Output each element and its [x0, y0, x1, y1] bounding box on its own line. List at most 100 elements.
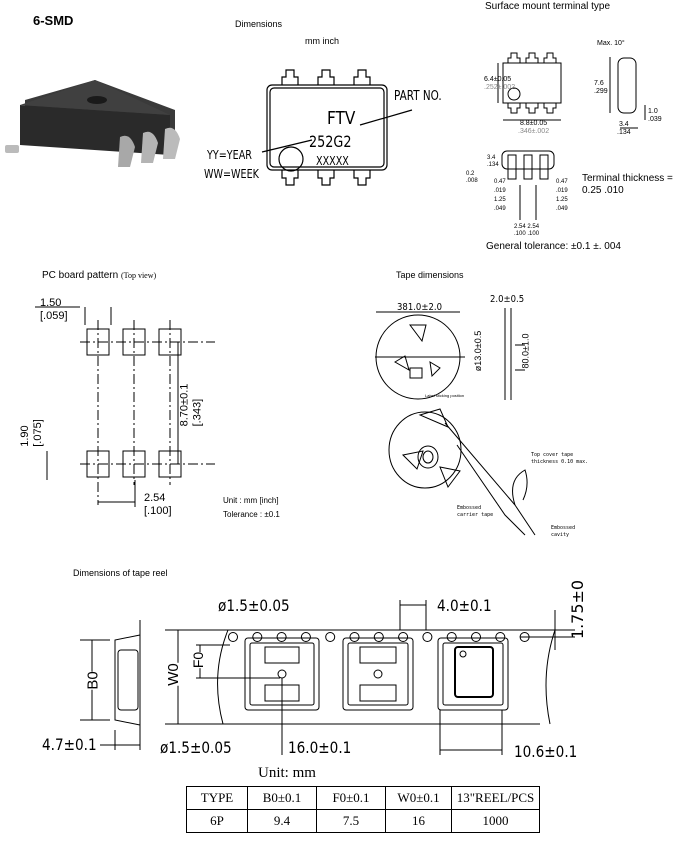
tape-reel-perspective-drawing	[388, 408, 536, 536]
pcb-unit: Unit : mm [inch]	[223, 496, 279, 505]
chip-photo-illustration	[5, 80, 180, 167]
hole-dia-bottom: ø1.5±0.05	[160, 738, 232, 757]
sprocket-hole	[325, 632, 336, 642]
cavity-label-2: cavity	[551, 532, 570, 538]
f0-label: F0	[190, 651, 207, 669]
w0-label: W0	[164, 663, 182, 686]
part-no-marking: FTV	[327, 108, 356, 129]
pcb-notes: Unit : mm [inch] Tolerance : ±0.1	[223, 494, 280, 522]
pcb-pad-width-in: [.059]	[40, 310, 68, 322]
cell-reel-pcs: 1000	[451, 809, 540, 833]
pcb-pad-height-in: [.075]	[31, 419, 44, 447]
bottom-standoff: 0.2.008	[466, 171, 478, 185]
sprocket-hole	[422, 632, 433, 642]
spec-table: TYPE B0±0.1 F0±0.1 W0±0.1 13"REEL/PCS 6P…	[186, 786, 540, 833]
general-tolerance: General tolerance: ±0.1 ±. 004	[486, 241, 621, 252]
sm-depth-in: .134	[617, 129, 631, 136]
sm-depth-mm: 3.4	[618, 121, 629, 128]
bottom-pitch-in: .100	[514, 231, 526, 237]
sm-lead-length-mm: 1.0	[648, 108, 658, 115]
ww-week-label: WW=WEEK	[204, 167, 259, 181]
yy-year-label: YY=YEAR	[207, 148, 252, 162]
bottom-standoff-in: .008	[466, 178, 478, 184]
header-w0: W0±0.1	[385, 786, 452, 810]
reel-front-drawing	[375, 308, 525, 400]
table-header-row: TYPE B0±0.1 F0±0.1 W0±0.1 13"REEL/PCS	[186, 786, 540, 810]
sprocket-hole	[252, 632, 263, 642]
product-photo	[5, 75, 195, 175]
header-reel-pcs: 13"REEL/PCS	[451, 786, 540, 810]
table-unit: Unit: mm	[258, 765, 316, 781]
bottom-pad-in: .049	[494, 206, 506, 212]
part-no-label: PART NO.	[394, 89, 442, 104]
pcb-row-span: 8.70±0.1[.343]	[178, 384, 204, 427]
pcb-pitch-in: [.100]	[144, 505, 172, 517]
bottom-lead-w-in-right: .019	[556, 188, 568, 194]
sm-max-angle: Max. 10°	[597, 40, 625, 47]
carrier-label-2: carrier tape	[457, 512, 494, 518]
tape-reel-drawing	[80, 600, 575, 755]
sprocket-hole	[300, 632, 311, 642]
top-cover-thickness: thickness 0.10 max.	[531, 459, 589, 465]
top-cover-label: Top cover tape	[531, 452, 574, 458]
tape-reel-heading: Dimensions of tape reel	[73, 568, 168, 578]
bottom-depth-mm: 3.4	[487, 155, 496, 161]
bottom-lead-w-in: .019	[494, 188, 506, 194]
cell-w0: 16	[385, 809, 452, 833]
sm-height-in: .252±.002	[484, 84, 516, 91]
reel-diameter: 381.0±2.0	[397, 302, 442, 313]
lot-code-marking: XXXXX	[316, 154, 349, 168]
reel-width: 2.0±0.5	[490, 294, 525, 305]
pcb-tolerance: Tolerance : ±0.1	[223, 510, 280, 519]
hole-pitch: 4.0±0.1	[437, 596, 492, 615]
surface-mount-heading: Surface mount terminal type	[485, 1, 611, 12]
bottom-lead-w-mm: 0.47	[494, 179, 506, 185]
sprocket-hole	[398, 632, 409, 642]
bottom-pad-mm: 1.25	[494, 197, 506, 203]
sm-width-dim: 8.8±0.05.346±.002	[518, 120, 549, 136]
pcb-pad-width-mm: 1.50	[40, 297, 62, 309]
header-b0: B0±0.1	[247, 786, 317, 810]
terminal-thickness-label: Terminal thickness =	[582, 173, 673, 184]
cell-b0: 9.4	[247, 809, 317, 833]
sm-width-mm: 8.8±0.05	[519, 120, 548, 127]
edge-offset: 1.75±0	[568, 579, 588, 640]
sm-lead-length: 1.0.039	[648, 108, 662, 124]
pcb-heading-text: PC board pattern	[42, 270, 119, 281]
sm-depth: 3.4.134	[617, 121, 631, 137]
pin1-dot	[87, 96, 107, 104]
bottom-pitch: 2.54 2.54.100 .100	[514, 224, 539, 238]
bottom-pitch-mm: 2.54	[514, 224, 526, 230]
core-diameter: 80.0±1.0	[520, 333, 531, 369]
bottom-depth: 3.4.134	[487, 155, 499, 169]
sm-side-height-mm: 7.6	[594, 80, 604, 87]
tape-depth: 4.7±0.1	[42, 735, 97, 754]
sm-height-dim: 6.4±0.05.252±.002	[484, 76, 515, 92]
cavity-label-1: Embossed	[551, 525, 576, 531]
cell-f0: 7.5	[316, 809, 386, 833]
bottom-pitch-in-2: .100	[527, 231, 540, 237]
pcb-row-span-mm: 8.70±0.1	[178, 383, 191, 427]
date-code-marking: 252G2	[309, 132, 352, 151]
hole-dia-top: ø1.5±0.05	[218, 596, 290, 615]
sprocket-hole	[446, 632, 457, 642]
carrier-label-1: Embossed	[457, 505, 482, 511]
pcb-pitch: 2.54[.100]	[144, 492, 172, 518]
units-label: mm inch	[305, 36, 340, 46]
bottom-left-dims: 0.47 .019 1.25 .049	[494, 178, 506, 214]
tape-dimensions-heading: Tape dimensions	[396, 270, 464, 280]
label-position: Label sticking position	[425, 393, 465, 398]
sprocket-hole	[471, 632, 481, 642]
cell-type: 6P	[186, 809, 248, 833]
sm-height-mm: 6.4±0.05	[484, 76, 512, 83]
header-f0: F0±0.1	[316, 786, 386, 810]
bottom-pad-in-right: .049	[556, 206, 568, 212]
dimensions-heading: Dimensions	[235, 19, 283, 29]
pcb-row-span-in: [.343]	[191, 398, 204, 427]
terminal-thickness: Terminal thickness =0.25 .010	[582, 173, 673, 197]
pcb-pattern-drawing	[35, 306, 215, 507]
bottom-lead-w-mm-right: 0.47	[556, 179, 568, 185]
sprocket-hole	[276, 632, 287, 642]
